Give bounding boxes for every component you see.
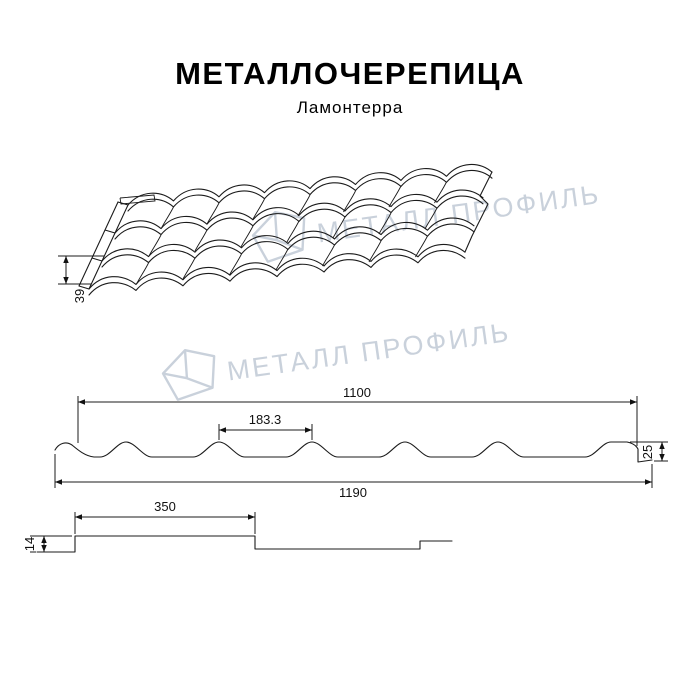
- dimension-39: 39: [58, 255, 104, 303]
- dimension-label-183: 183.3: [249, 412, 282, 427]
- page-subtitle: Ламонтерра: [297, 98, 404, 117]
- dimension-label-25: 25: [640, 445, 655, 459]
- dimension-350: 350: [74, 499, 256, 534]
- step-profile-line: [36, 535, 453, 553]
- dimension-label-1100: 1100: [343, 385, 371, 400]
- ridge-tab: [119, 194, 156, 205]
- profile-curve: [54, 441, 653, 463]
- metall-profil-logo-icon: [161, 349, 216, 401]
- dimension-25: 25: [630, 441, 668, 462]
- profile-cross-section-drawing: 1100 183.3 25 1190: [54, 385, 668, 500]
- metall-profil-logo-icon: [251, 211, 306, 263]
- dimension-14: 14: [22, 535, 72, 553]
- dimension-label-350: 350: [154, 499, 176, 514]
- dimension-label-39: 39: [72, 289, 87, 303]
- tile-wave-connectors: [136, 181, 447, 285]
- dimension-1100: 1100: [77, 385, 638, 446]
- watermark-text: МЕТАЛЛ ПРОФИЛЬ: [225, 317, 512, 386]
- watermark-middle: МЕТАЛЛ ПРОФИЛЬ: [161, 317, 513, 401]
- watermark-text: МЕТАЛЛ ПРОФИЛЬ: [315, 179, 602, 248]
- dimension-label-1190: 1190: [339, 485, 367, 500]
- page-title: МЕТАЛЛОЧЕРЕПИЦА: [175, 56, 525, 91]
- dimension-183: 183.3: [218, 412, 313, 440]
- gable-edge: [78, 201, 129, 290]
- dimension-label-14: 14: [22, 537, 37, 551]
- overlap-step-drawing: 350 14: [22, 499, 453, 553]
- dimension-1190: 1190: [54, 454, 653, 500]
- roof-perspective-drawing: 39: [58, 163, 493, 303]
- cut-edge: [464, 171, 493, 253]
